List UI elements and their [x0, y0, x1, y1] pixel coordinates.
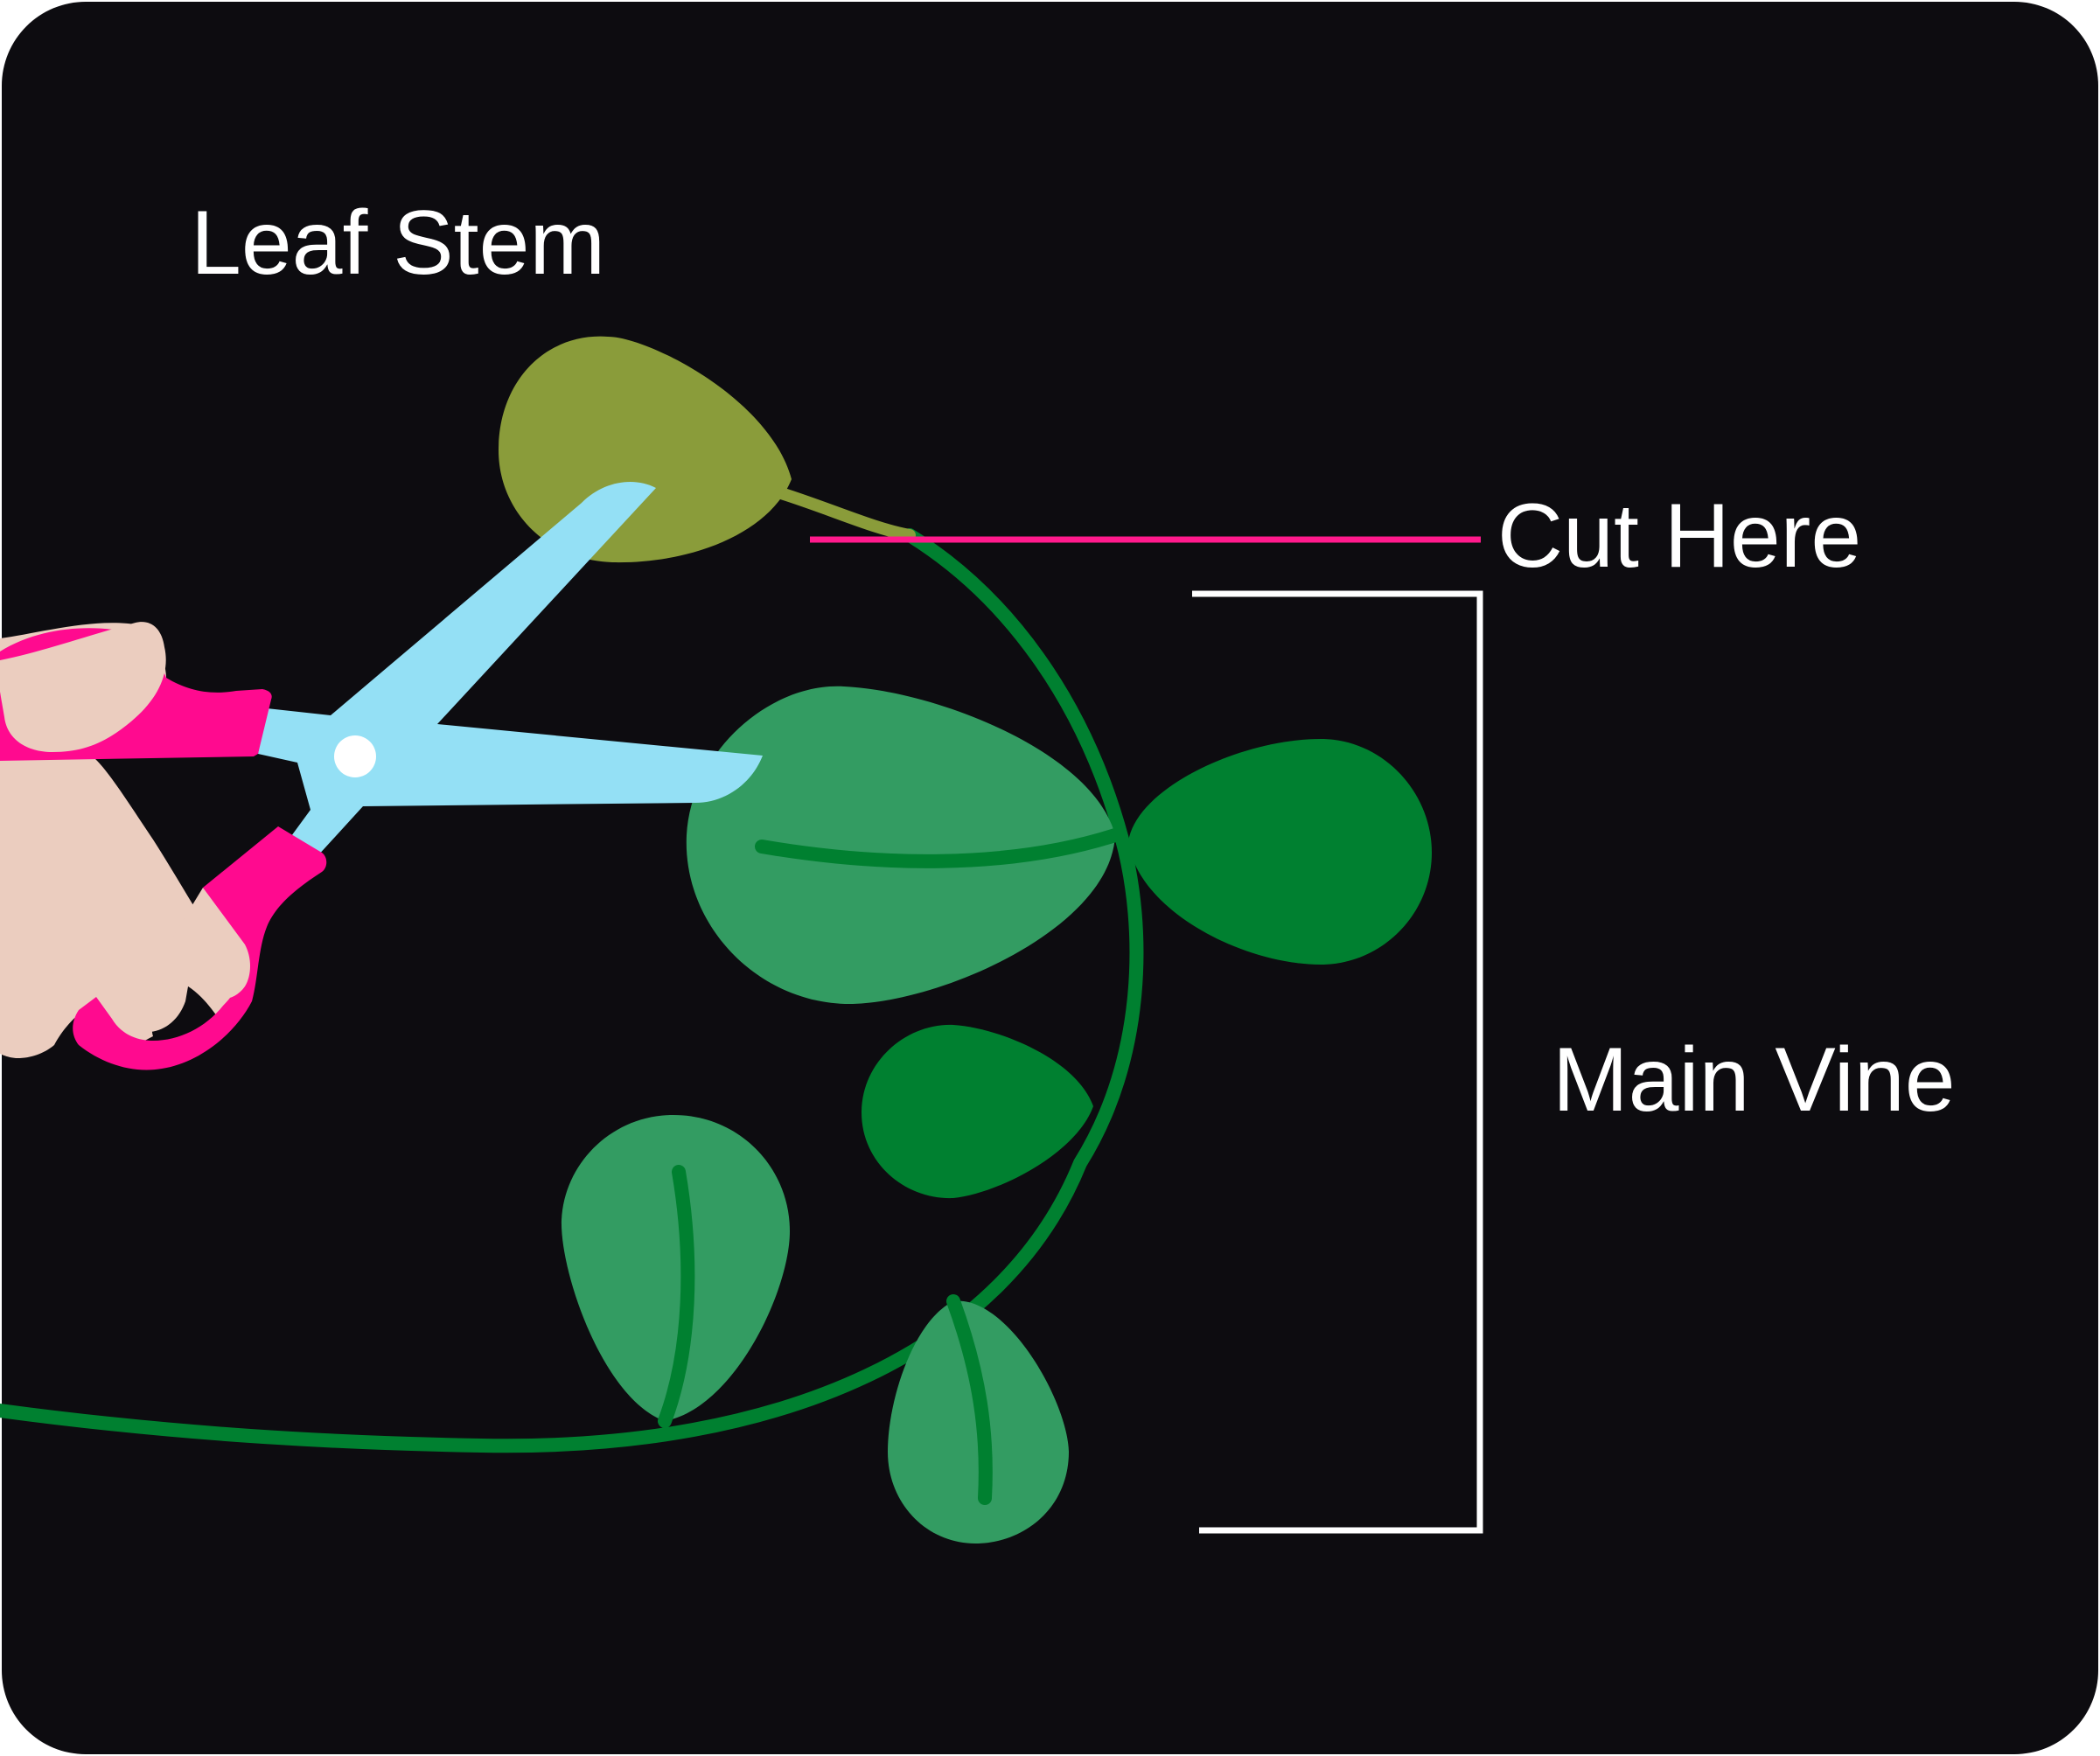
main-vine	[0, 528, 1144, 1453]
main-vine-bracket	[1192, 590, 1483, 1534]
label-cut-here: Cut Here	[1497, 485, 1861, 587]
leaf-right-dark	[1128, 739, 1432, 965]
scissors-icon	[0, 482, 763, 1070]
leaf-vein	[755, 828, 1122, 868]
leaf-stem	[775, 487, 916, 541]
leaf-vein	[946, 1294, 993, 1505]
leaf-large-light	[686, 686, 1115, 1005]
leaf-cut	[499, 336, 792, 563]
label-leaf-stem: Leaf Stem	[191, 192, 605, 294]
leaf-vein	[658, 1165, 695, 1428]
leaves	[499, 336, 1432, 1543]
label-main-vine: Main Vine	[1552, 1029, 1956, 1131]
leaf-bottom-left	[561, 1115, 790, 1421]
leaf-middle-dark	[862, 1024, 1093, 1199]
